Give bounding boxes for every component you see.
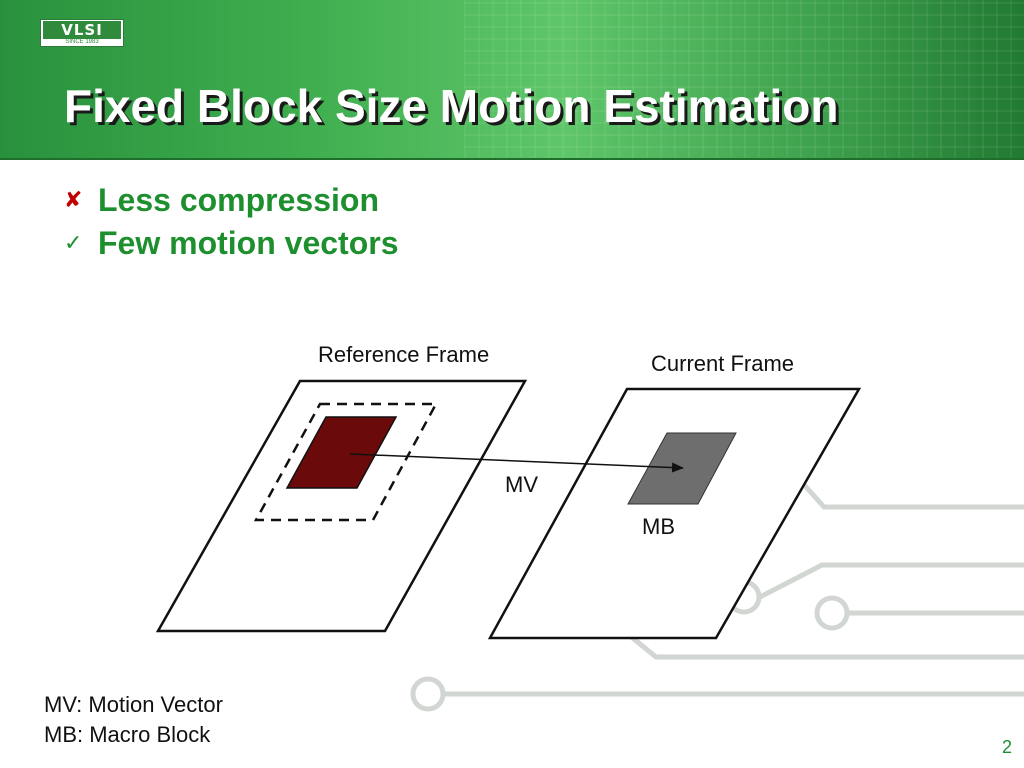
logo-subtext: SINCE 1983: [65, 39, 99, 45]
reference-frame: [155, 379, 528, 633]
bullet-item: ✘ Less compression: [64, 180, 379, 220]
page-number: 2: [1001, 737, 1012, 757]
bullet-item: ✓ Few motion vectors: [64, 223, 399, 263]
logo-text: VLSI: [43, 21, 121, 39]
motion-vector-arrow: [349, 453, 684, 473]
legend-mv: MV: Motion Vector: [44, 692, 223, 717]
cross-icon: ✘: [64, 187, 83, 213]
current-frame-label: Current Frame: [651, 351, 795, 376]
check-icon: ✓: [64, 230, 83, 256]
mb-label: MB: [642, 514, 675, 539]
circuit-node-icon: [814, 595, 850, 631]
bullet-text: Less compression: [98, 181, 379, 218]
banner-texture: [464, 0, 1024, 160]
reference-block: [285, 416, 398, 489]
banner-divider: [0, 158, 1024, 160]
bullet-text: Few motion vectors: [98, 224, 399, 261]
circuit-node-icon: [410, 676, 446, 712]
search-window: [253, 402, 439, 522]
reference-frame-label: Reference Frame: [318, 342, 490, 367]
legend-mb: MB: Macro Block: [44, 722, 211, 747]
title-banner: VLSI SINCE 1983 Fixed Block Size Motion …: [0, 0, 1024, 160]
vlsi-logo: VLSI SINCE 1983: [40, 19, 124, 47]
current-frame: [487, 387, 862, 640]
slide-title: Fixed Block Size Motion Estimation: [64, 80, 839, 132]
mv-label: MV: [505, 472, 538, 497]
